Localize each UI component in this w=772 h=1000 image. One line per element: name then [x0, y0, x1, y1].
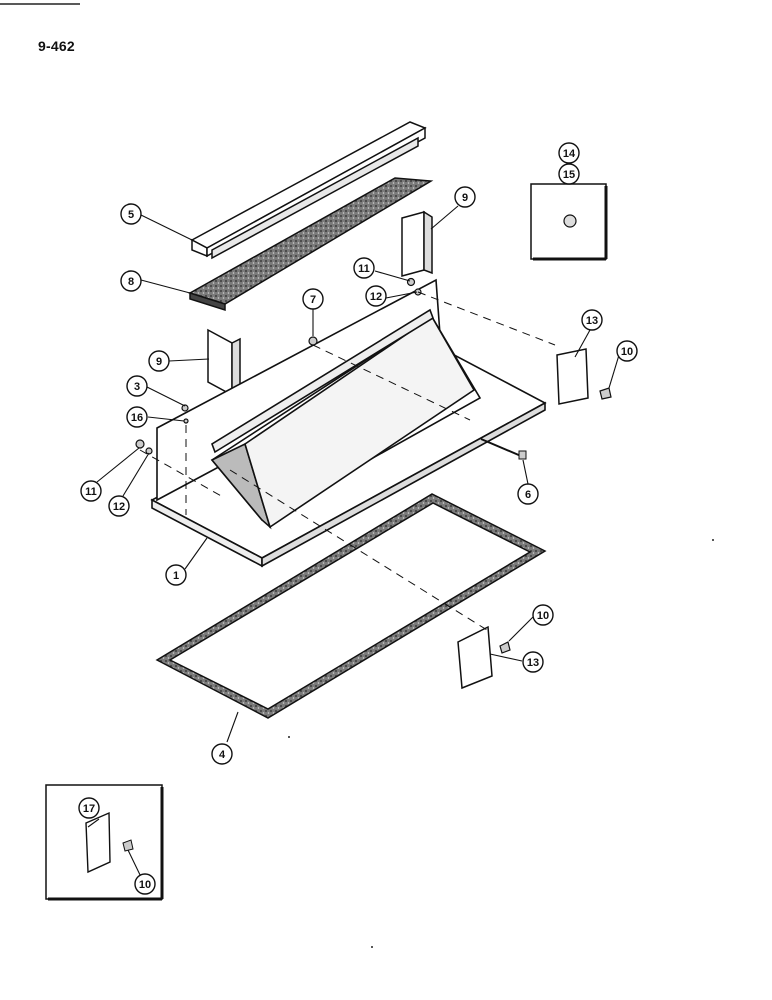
gasket-frame-part — [155, 493, 547, 719]
svg-text:3: 3 — [134, 381, 140, 393]
svg-text:10: 10 — [621, 346, 633, 358]
svg-text:8: 8 — [128, 276, 134, 288]
svg-text:6: 6 — [525, 489, 531, 501]
callout-10-upper: 10 — [616, 340, 638, 362]
top-channel-part — [190, 121, 427, 260]
svg-text:9: 9 — [462, 192, 468, 204]
callout-3: 3 — [126, 375, 148, 397]
callout-11-lower: 11 — [80, 480, 102, 502]
callout-12-lower: 12 — [108, 495, 130, 517]
callout-14: 14 — [558, 142, 580, 164]
svg-text:1: 1 — [173, 570, 179, 582]
callout-10-inset: 10 — [134, 873, 156, 895]
bracket-part-lower — [207, 328, 241, 397]
callout-5: 5 — [120, 203, 142, 225]
callout-9-upper: 9 — [454, 186, 476, 208]
callout-4: 4 — [211, 743, 233, 765]
svg-text:11: 11 — [358, 263, 370, 275]
bracket-part-upper — [401, 210, 433, 277]
callout-1: 1 — [165, 564, 187, 586]
callout-10-lower: 10 — [532, 604, 554, 626]
filter-pad-part — [188, 177, 434, 312]
svg-text:10: 10 — [537, 610, 549, 622]
svg-text:14: 14 — [563, 148, 576, 160]
page-number: 9-462 — [38, 38, 75, 54]
svg-text:11: 11 — [85, 486, 97, 498]
housing-part — [150, 278, 547, 568]
svg-text:13: 13 — [527, 657, 539, 669]
svg-text:7: 7 — [310, 294, 316, 306]
svg-text:15: 15 — [563, 169, 575, 181]
cover-plate-lower — [457, 625, 493, 690]
svg-text:13: 13 — [586, 315, 598, 327]
callout-9-lower: 9 — [148, 350, 170, 372]
svg-text:5: 5 — [128, 209, 134, 221]
svg-text:17: 17 — [83, 803, 95, 815]
bolt-part-6 — [480, 438, 527, 460]
callout-6: 6 — [517, 483, 539, 505]
cover-plate-upper — [556, 348, 589, 405]
svg-text:9: 9 — [156, 356, 162, 368]
svg-text:12: 12 — [370, 291, 382, 303]
callout-13-lower: 13 — [522, 651, 544, 673]
callout-7: 7 — [302, 288, 324, 310]
callout-13-upper: 13 — [581, 309, 603, 331]
callout-11-upper: 11 — [353, 257, 375, 279]
callout-15: 15 — [558, 163, 580, 185]
inset-14-15 — [530, 183, 608, 261]
callout-8: 8 — [120, 270, 142, 292]
scan-specks — [288, 539, 714, 948]
svg-text:16: 16 — [131, 412, 143, 424]
leader-lines — [87, 165, 620, 880]
svg-text:4: 4 — [219, 749, 226, 761]
callout-17: 17 — [78, 797, 100, 819]
callout-16: 16 — [126, 406, 148, 428]
callout-12-upper: 12 — [365, 285, 387, 307]
svg-text:10: 10 — [139, 879, 151, 891]
alignment-lines — [139, 291, 556, 631]
svg-text:12: 12 — [113, 501, 125, 513]
